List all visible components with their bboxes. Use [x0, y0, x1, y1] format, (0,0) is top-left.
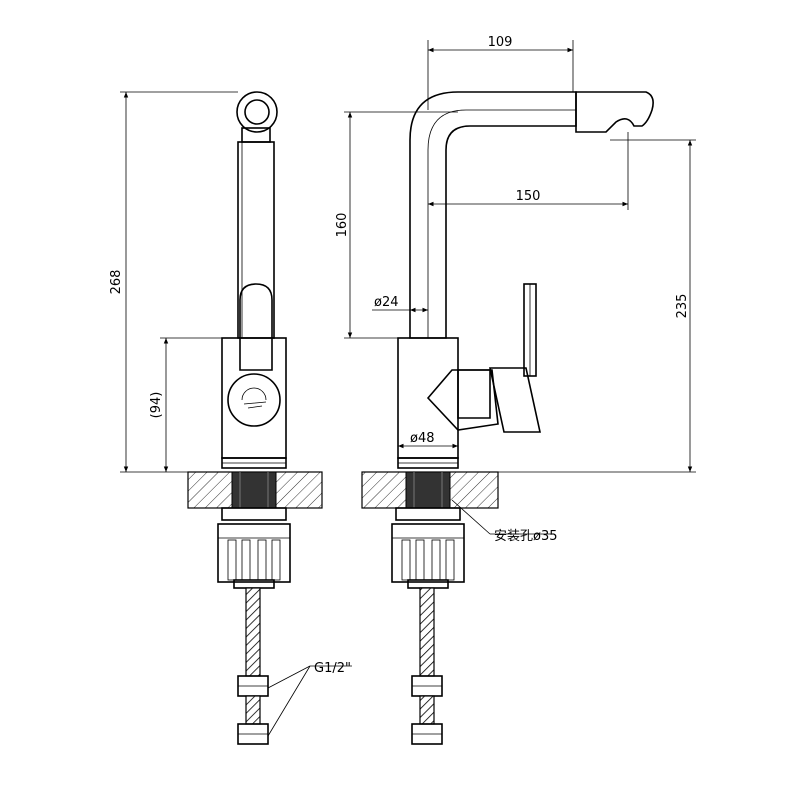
spout-head	[575, 91, 654, 133]
spout-pipe	[409, 91, 577, 339]
dim-pipe-diameter: ø24	[374, 295, 399, 310]
mounting-shank-right	[405, 471, 451, 509]
vertical-pipe	[237, 141, 275, 339]
hose-right	[419, 587, 435, 677]
spout-ring-outer	[236, 91, 278, 133]
dim-spout-reach: 150	[516, 189, 541, 204]
dim-width-109: 109	[488, 35, 513, 50]
spout-ring-inner	[244, 99, 270, 125]
dim-total-height-right: 235	[675, 294, 690, 319]
side-view	[187, 91, 323, 745]
lock-nut-left	[217, 523, 291, 583]
hose-left	[245, 587, 261, 677]
front-view	[361, 91, 654, 745]
brand-logo-icon	[241, 387, 267, 409]
dim-spout-height: 160	[335, 213, 350, 238]
dim-inner-height: (94)	[149, 392, 164, 419]
mounting-shank-left	[231, 471, 277, 509]
front-view-dimensions: 109 160 150 235 ø24 ø48 安装孔ø35 G1/2"	[267, 35, 696, 737]
cartridge-circle	[227, 373, 281, 427]
dim-body-diameter: ø48	[410, 431, 435, 446]
side-view-dimensions: 268 (94)	[109, 91, 238, 473]
label-mounting-hole: 安装孔ø35	[494, 529, 558, 544]
front-handle	[457, 369, 491, 419]
dim-total-height: 268	[109, 270, 124, 295]
lock-nut-right	[391, 523, 465, 583]
handle-lever	[239, 283, 273, 371]
faucet-body	[221, 337, 287, 459]
label-thread: G1/2"	[314, 661, 351, 676]
